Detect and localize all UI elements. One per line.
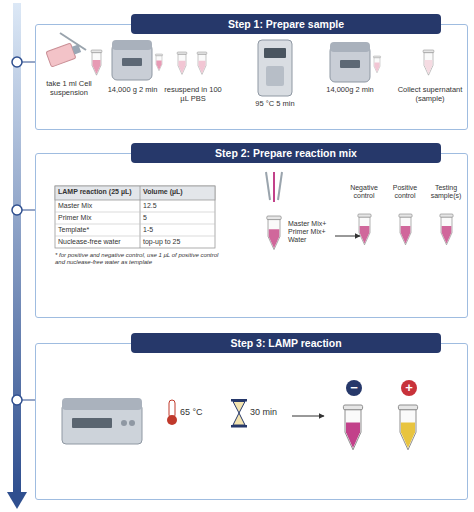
- tube-label: Positive control: [385, 184, 425, 200]
- mix-label: Master Mix+ Primer Mix+ Water: [288, 220, 334, 244]
- flow-arrow: [335, 236, 360, 237]
- reaction-table: [140, 186, 141, 248]
- step-note: Collect supernatant (sample): [394, 86, 466, 103]
- pipette: [266, 172, 282, 202]
- thermocycler: [129, 420, 135, 426]
- table-cell: 5: [143, 214, 213, 222]
- timeline-marker: [22, 400, 35, 401]
- result-sign: −: [346, 380, 362, 396]
- footnote: * for positive and negative control, use…: [55, 252, 223, 266]
- sample-tube: [177, 52, 187, 74]
- thermometer-icon: [167, 400, 177, 425]
- timeline-arrow: [7, 492, 27, 509]
- step-panel: Step 1: Prepare sample: [35, 24, 468, 130]
- table-cell: Master Mix: [58, 202, 140, 210]
- table-cell: Primer Mix: [58, 214, 140, 222]
- timeline-marker: [12, 57, 35, 405]
- centrifuge: [340, 60, 360, 68]
- timeline-arrow: [13, 3, 21, 493]
- tube-label: Testing sample(s): [425, 184, 467, 200]
- heat-block: [258, 40, 292, 96]
- thermometer-icon: [167, 415, 177, 425]
- centrifuge: [112, 40, 152, 50]
- centrifuge: [112, 40, 152, 80]
- time-label: 30 min: [250, 407, 294, 417]
- step-note: take 1 ml Cell suspension: [38, 80, 100, 97]
- pipette: [266, 172, 270, 200]
- reaction-table: [55, 186, 215, 248]
- table-cell: top-up to 25: [143, 238, 213, 246]
- thermocycler: [62, 398, 142, 410]
- result-badge: −: [346, 380, 362, 396]
- sample-tube: [155, 54, 162, 71]
- step-note: 95 °C 5 min: [247, 100, 303, 109]
- positive-tube: [398, 405, 417, 450]
- result-badge: +: [401, 380, 417, 396]
- flow-arrow: [335, 236, 360, 237]
- sample-tube: [91, 50, 102, 75]
- step-note: resuspend in 100 µL PBS: [162, 86, 224, 103]
- temperature-label: 65 °C: [180, 407, 224, 417]
- timeline-marker: [12, 205, 22, 215]
- timeline-marker: [22, 62, 35, 63]
- hourglass-icon: [231, 399, 247, 428]
- thermocycler: [72, 418, 112, 428]
- centrifuge: [330, 42, 370, 52]
- pipette: [278, 172, 282, 200]
- pipette: [60, 33, 86, 50]
- step-heading: Step 3: LAMP reaction: [131, 333, 441, 353]
- table-header: Volume (µL): [143, 188, 213, 196]
- timeline-marker: [12, 395, 22, 405]
- timeline-arrow: [7, 3, 27, 509]
- table-cell: 12.5: [143, 202, 213, 210]
- reaction-table: [55, 212, 215, 213]
- negative-tube: [343, 405, 362, 450]
- culture-flask: [46, 43, 76, 67]
- heat-block: [258, 40, 292, 96]
- table-cell: 1-5: [143, 226, 213, 234]
- sample-tube: [440, 214, 453, 245]
- table-cell: Nuclease-free water: [58, 238, 140, 246]
- tube-label: Negative control: [344, 184, 384, 200]
- flow-arrow: [292, 416, 324, 417]
- sample-tube: [423, 50, 434, 75]
- timeline-marker: [12, 57, 22, 67]
- table-cell: Template*: [58, 226, 140, 234]
- centrifuge: [330, 42, 370, 82]
- control-tube: [399, 214, 412, 245]
- timeline-marker: [22, 210, 35, 211]
- thermocycler: [62, 398, 142, 444]
- step-panel: Step 3: LAMP reaction−+: [35, 343, 468, 500]
- sample-tube: [197, 52, 207, 74]
- reaction-table: [55, 236, 215, 237]
- mix-tube: [267, 216, 281, 250]
- step-heading: Step 2: Prepare reaction mix: [131, 143, 441, 163]
- table-header: LAMP reaction (25 µL): [58, 188, 140, 196]
- flow-arrow: [292, 416, 324, 417]
- control-tube: [358, 214, 371, 245]
- pipette: [60, 33, 86, 50]
- sample-tube: [373, 56, 380, 73]
- step-note: 14,000 g 2 min: [105, 86, 160, 95]
- centrifuge: [122, 58, 142, 66]
- heat-block: [266, 66, 284, 86]
- reaction-table: [55, 224, 215, 225]
- step-heading: Step 1: Prepare sample: [131, 14, 441, 34]
- pipette: [273, 172, 275, 202]
- thermocycler: [121, 420, 127, 426]
- step-note: 14,000g 2 min: [322, 86, 378, 95]
- result-sign: +: [401, 380, 417, 396]
- reaction-table: [55, 186, 215, 248]
- reaction-table: [55, 186, 215, 200]
- heat-block: [264, 48, 286, 58]
- hourglass-icon: [233, 402, 245, 426]
- step-panel: Step 2: Prepare reaction mix: [35, 153, 468, 318]
